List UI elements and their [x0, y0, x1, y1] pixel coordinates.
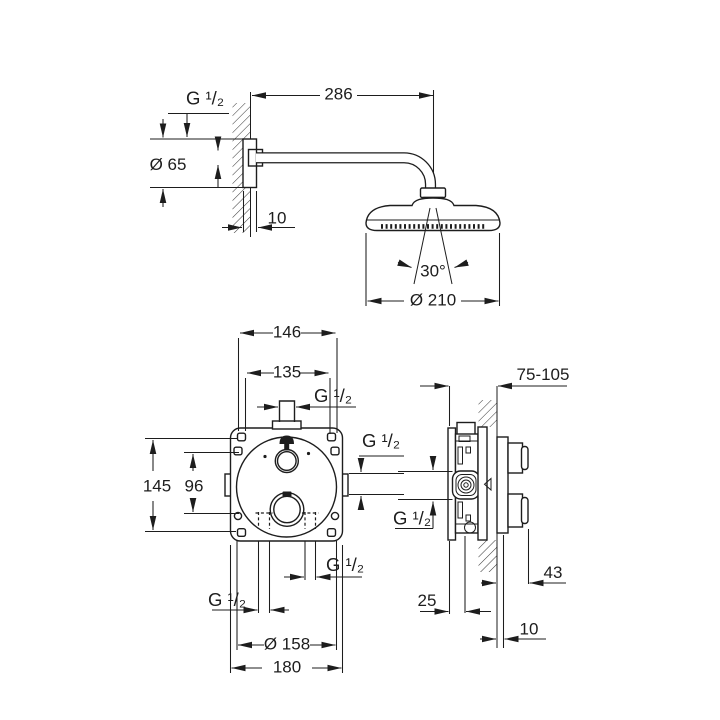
- side-outlet-fitting: [451, 470, 481, 500]
- dim-thread-right: G ¹/₂: [362, 430, 400, 451]
- dim-width-135: 135: [273, 363, 301, 382]
- hidden-port-left: [255, 512, 273, 529]
- screw-hole: [330, 511, 340, 521]
- screw-hole: [233, 446, 243, 456]
- hidden-port-right: [302, 512, 319, 529]
- screw-hole: [326, 432, 337, 442]
- shower-arm-escutcheon: [242, 138, 258, 189]
- dim-flange-depth: 10: [268, 209, 287, 228]
- diverter-symbol: [279, 435, 294, 444]
- flow-marker: [483, 477, 492, 492]
- dim-width-180: 180: [273, 658, 301, 677]
- dim-flange-diameter: Ø 65: [150, 155, 187, 174]
- valve-front-view: 146 135 G ¹/₂ G ¹/₂ 145 96: [143, 323, 404, 677]
- dim-thread-bottom-right: G ¹/₂: [326, 554, 364, 575]
- wall-hatching: [232, 103, 250, 233]
- dim-offset-25: 25: [418, 591, 437, 610]
- screw-hole: [236, 432, 247, 442]
- diverter-knob-side: [507, 442, 524, 474]
- dim-install-depth-range: 75-105: [517, 365, 570, 384]
- top-port: [271, 420, 302, 430]
- dim-arm-length: 286: [324, 85, 352, 104]
- dim-head-diameter: Ø 210: [410, 291, 456, 310]
- spray-cone-line: [413, 207, 431, 285]
- dim-spray-angle: 30°: [420, 262, 446, 281]
- dim-height-96: 96: [185, 477, 204, 496]
- wall-hatching: [478, 400, 497, 427]
- screw-hole: [236, 528, 247, 538]
- dim-height-145: 145: [143, 477, 171, 496]
- shower-head: [365, 197, 501, 232]
- dim-wall-thread: G ¹/₂: [186, 88, 224, 109]
- dim-thread-bottom-left: G ¹/₂: [208, 589, 246, 610]
- wall-hatching: [478, 540, 497, 572]
- spray-cone-line: [435, 207, 453, 285]
- dim-thread-top: G ¹/₂: [314, 385, 352, 406]
- screw-hole: [326, 528, 337, 538]
- shower-arm: [256, 152, 437, 188]
- screw-hole: [330, 446, 340, 456]
- valve-side-view: 75-105 G ¹/₂ 43 25 10: [393, 365, 569, 648]
- plaster-shield: [477, 426, 488, 541]
- screw-hole: [233, 511, 243, 521]
- dim-thread-side: G ¹/₂: [393, 508, 431, 529]
- ball-joint: [419, 187, 447, 199]
- trim-plate: [496, 436, 509, 534]
- diverter-knob: [274, 448, 299, 474]
- dim-knob-projection: 43: [544, 563, 563, 582]
- dim-gap-10: 10: [520, 620, 539, 639]
- dim-width-146: 146: [273, 323, 301, 342]
- head-shower-view: 286 G ¹/₂ Ø 65 10 30° Ø 210: [150, 85, 501, 310]
- dim-circle-diameter: Ø 158: [264, 635, 310, 654]
- thermostat-knob-side: [507, 493, 524, 528]
